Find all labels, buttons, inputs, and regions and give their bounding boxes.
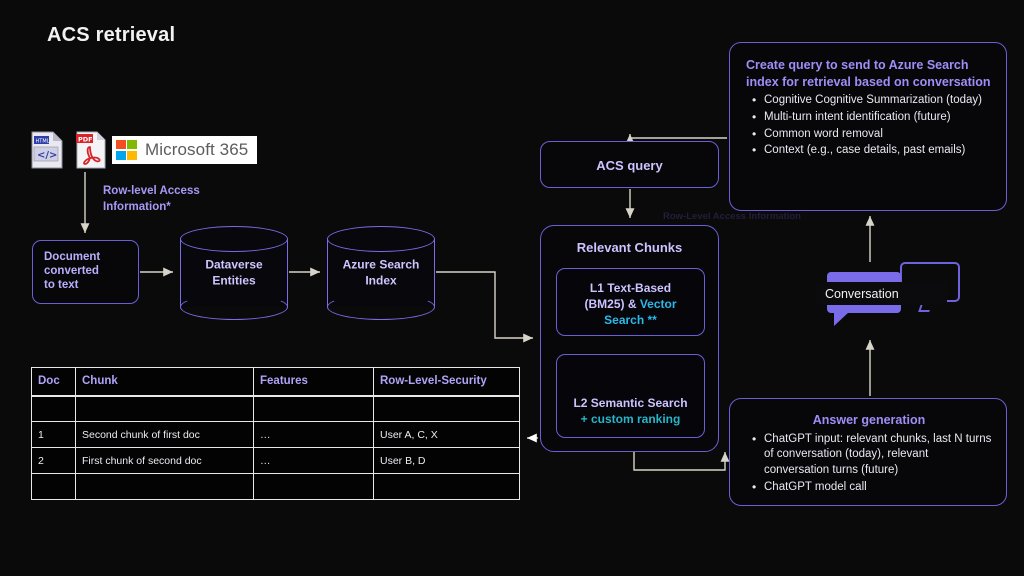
answer-generation-heading: Answer generation xyxy=(812,413,926,427)
cell-features: … xyxy=(253,447,374,474)
pdf-file-icon: PDF xyxy=(76,131,106,169)
node-answer-generation-panel[interactable]: Answer generation ChatGPT input: relevan… xyxy=(729,398,1007,506)
wire-index-to-chunks xyxy=(436,271,533,343)
chunk-index-table: Doc Chunk Features Row-Level-Security 1 … xyxy=(31,367,520,500)
cell-doc: 2 xyxy=(31,447,76,474)
column-header-chunk: Chunk xyxy=(75,367,254,397)
cylinder-top xyxy=(327,226,435,252)
relevant-chunks-label: Relevant Chunks xyxy=(576,240,683,255)
doc-converted-label: Document converted to text xyxy=(44,251,101,292)
row-level-access-ghost-label: Row-Level Access Information xyxy=(663,211,801,222)
node-dataverse-entities[interactable]: Dataverse Entities xyxy=(180,226,288,320)
list-item: Multi-turn intent identification (future… xyxy=(752,109,994,126)
row-level-access-note: Row-level Access Information* xyxy=(103,184,200,215)
list-item: Common word removal xyxy=(752,126,994,143)
node-document-converted-to-text[interactable]: Document converted to text xyxy=(32,240,139,304)
column-header-rls: Row-Level-Security xyxy=(373,367,520,397)
l2-label: L2 Semantic Search + custom ranking xyxy=(557,395,704,427)
create-query-heading: Create query to send to Azure Search ind… xyxy=(746,58,991,89)
list-item: ChatGPT input: relevant chunks, last N t… xyxy=(752,431,994,479)
cell-rls xyxy=(373,473,520,500)
cell-rls: User A, C, X xyxy=(373,421,520,448)
conversation-label: Conversation xyxy=(817,282,947,305)
dataverse-label: Dataverse Entities xyxy=(205,257,263,287)
cell-chunk xyxy=(75,473,254,500)
table-row: 2 First chunk of second doc … User B, D xyxy=(31,447,520,474)
cell-chunk: First chunk of second doc xyxy=(75,447,254,474)
answer-generation-bullet-list: ChatGPT input: relevant chunks, last N t… xyxy=(730,429,1006,496)
row-level-access-line-2: Information* xyxy=(103,200,171,213)
cell-doc: 1 xyxy=(31,421,76,448)
node-acs-query[interactable]: ACS query xyxy=(540,141,719,188)
cell-chunk xyxy=(75,395,254,422)
l1-line2-accent: Vector xyxy=(639,297,677,312)
node-l1-text-based-search[interactable]: L1 Text-Based (BM25) & Vector Search ** xyxy=(556,268,705,336)
node-relevant-chunks[interactable]: Relevant Chunks L1 Text-Based (BM25) & V… xyxy=(540,225,719,452)
svg-text:HTML: HTML xyxy=(36,139,50,145)
microsoft-squares-icon xyxy=(116,139,137,161)
node-l2-semantic-search[interactable]: L2 Semantic Search + custom ranking xyxy=(556,354,705,438)
l2-custom-ranking: + custom ranking xyxy=(580,412,681,427)
l1-line3-accent: Search ** xyxy=(604,313,657,328)
row-level-access-line-1: Row-level Access xyxy=(103,185,200,197)
column-header-doc: Doc xyxy=(31,367,76,397)
cell-features: … xyxy=(253,421,374,448)
speech-bubble-filled-tail-icon xyxy=(834,312,849,326)
azure-index-label: Azure Search Index xyxy=(342,257,420,287)
cell-features xyxy=(253,473,374,500)
table-row: 1 Second chunk of first doc … User A, C,… xyxy=(31,421,520,448)
cylinder-bottom xyxy=(327,294,435,320)
cell-rls: User B, D xyxy=(373,447,520,474)
node-azure-search-index[interactable]: Azure Search Index xyxy=(327,226,435,320)
node-conversation[interactable]: Conversation xyxy=(817,262,960,330)
cell-doc xyxy=(31,473,76,500)
table-row xyxy=(31,395,520,422)
l1-line2-plain: (BM25) & xyxy=(584,297,640,312)
microsoft-365-label: Microsoft 365 xyxy=(145,140,249,159)
cell-chunk: Second chunk of first doc xyxy=(75,421,254,448)
microsoft-365-logo: Microsoft 365 xyxy=(112,136,257,164)
cylinder-top xyxy=(180,226,288,252)
column-header-features: Features xyxy=(253,367,374,397)
l1-label: L1 Text-Based (BM25) & Vector Search ** xyxy=(557,280,704,329)
cell-rls xyxy=(373,395,520,422)
svg-text:PDF: PDF xyxy=(78,136,93,144)
list-item: ChatGPT model call xyxy=(752,479,994,496)
page-title: ACS retrieval xyxy=(47,24,176,46)
cell-features xyxy=(253,395,374,422)
node-create-query-panel[interactable]: Create query to send to Azure Search ind… xyxy=(729,42,1007,211)
table-row xyxy=(31,473,520,500)
cell-doc xyxy=(31,395,76,422)
table-header-row: Doc Chunk Features Row-Level-Security xyxy=(31,367,520,397)
acs-query-label: ACS query xyxy=(596,158,663,173)
cylinder-bottom xyxy=(180,294,288,320)
wire-createquery-to-acsquery xyxy=(625,134,727,144)
html-file-icon: HTML </> xyxy=(31,131,63,169)
list-item: Context (e.g., case details, past emails… xyxy=(752,142,994,159)
wire-chunks-to-answergen xyxy=(633,452,730,471)
create-query-bullet-list: Cognitive Cognitive Summarization (today… xyxy=(730,90,1006,159)
list-item: Cognitive Cognitive Summarization (today… xyxy=(752,92,994,109)
svg-text:</>: </> xyxy=(37,150,57,161)
